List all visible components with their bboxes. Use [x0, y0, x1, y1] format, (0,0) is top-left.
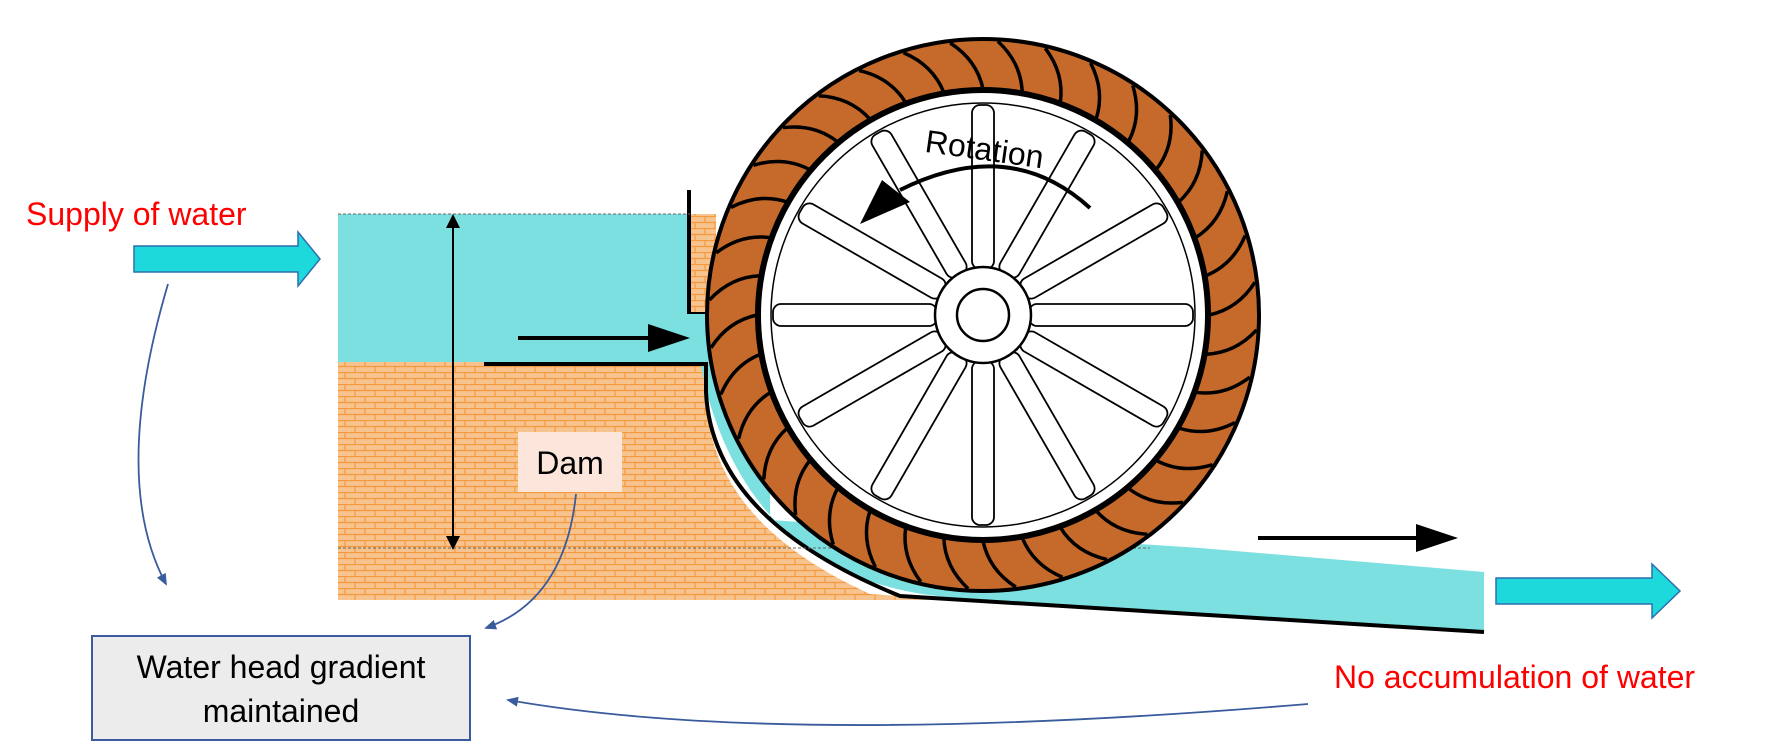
wheel-blade	[793, 459, 812, 516]
supply-label: Supply of water	[26, 196, 247, 232]
wheel-blade	[1094, 509, 1148, 536]
connector-supply-to-box	[137, 283, 169, 586]
wheel-blade	[782, 125, 839, 144]
wheel-spoke	[772, 303, 938, 327]
wheel-blade	[1043, 47, 1063, 103]
wheel-blade	[730, 196, 788, 209]
wheel-blade	[1194, 190, 1230, 240]
wheel-blade	[942, 537, 970, 590]
wheel-blade	[996, 40, 1024, 93]
head-gradient-line1: Water head gradient	[137, 649, 426, 685]
head-gradient-box	[91, 635, 471, 741]
inflow-arrow-icon	[133, 229, 321, 289]
wheel-blade	[736, 390, 772, 440]
headrace-flow-arrow-icon	[648, 324, 690, 352]
wheel-blade	[752, 159, 811, 172]
wheel-blade	[902, 51, 946, 94]
head-gradient-line2: maintained	[203, 693, 360, 729]
head-height-top-arrow-icon	[446, 214, 460, 228]
wheel-blade	[1127, 486, 1184, 505]
wheel-spoke	[1028, 303, 1194, 327]
wheel-blade	[903, 527, 923, 583]
wheel-blade	[949, 41, 985, 90]
wheel-blade	[1205, 328, 1258, 356]
connector-dam-to-box	[484, 493, 577, 630]
wheel-blade	[1089, 62, 1102, 120]
channel-floor-line	[484, 362, 1485, 634]
rotation-arrow	[899, 164, 1092, 210]
rotation-arrowhead-icon	[860, 180, 910, 224]
dam-label-box	[518, 432, 622, 492]
wheel-blade	[1155, 458, 1214, 471]
wheel-blade	[1058, 526, 1108, 562]
wheel-blade	[1178, 421, 1236, 434]
dam-label: Dam	[536, 445, 604, 481]
no-accumulation-label: No accumulation of water	[1334, 659, 1695, 695]
outflow-arrow-icon	[1495, 562, 1682, 620]
wheel-blade	[1177, 150, 1204, 204]
wheel-blade	[858, 68, 908, 104]
connector-outflow-to-box	[506, 696, 1309, 726]
wheel-spoke	[971, 360, 995, 526]
wheel-blade	[708, 274, 761, 302]
wheel-blade	[1208, 281, 1257, 317]
wheel-blade	[981, 540, 1017, 589]
wheel-blade	[709, 313, 758, 349]
waterwheel	[705, 37, 1261, 593]
wheel-blade	[1020, 536, 1064, 579]
wheel-blade	[864, 510, 877, 568]
wheel-blade	[827, 487, 840, 546]
wheel-blade	[1154, 114, 1173, 171]
wheel-blade	[762, 426, 789, 480]
wheel-blade	[719, 352, 762, 396]
wheel-blade	[1204, 234, 1247, 278]
wheel-blade	[715, 235, 771, 255]
dam-brick	[338, 362, 960, 600]
wheel-blade	[1126, 84, 1139, 143]
head-height-bottom-arrow-icon	[446, 536, 460, 550]
tailrace-flow-arrow-icon	[1416, 524, 1458, 552]
wheel-blade	[818, 94, 872, 121]
wheel-blade	[1195, 375, 1251, 395]
